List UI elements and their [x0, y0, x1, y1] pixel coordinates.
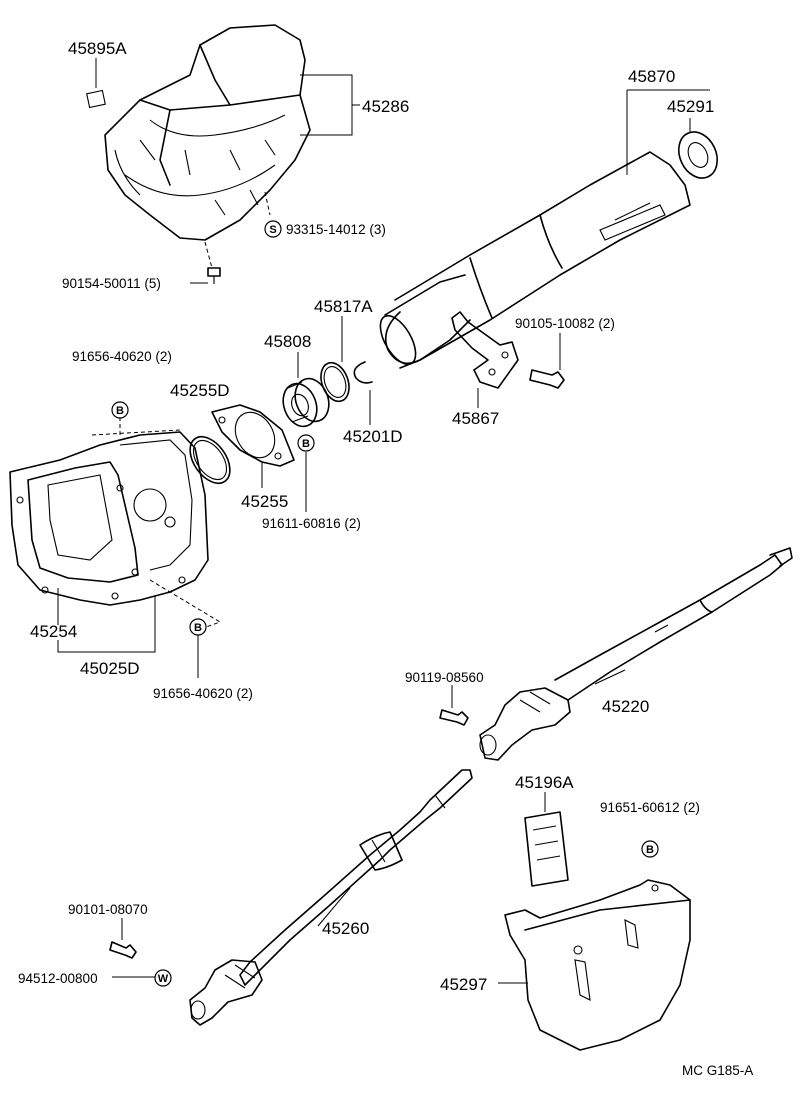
- label-45291: 45291: [667, 97, 714, 116]
- label-45895A: 45895A: [68, 39, 127, 58]
- leader-45220: [594, 669, 626, 685]
- label-45025D: 45025D: [80, 659, 140, 678]
- label-45201D: 45201D: [343, 427, 403, 446]
- svg-text:W: W: [158, 973, 169, 985]
- svg-text:B: B: [194, 622, 202, 634]
- column-tube-45870: [379, 151, 691, 369]
- label-90154: 90154-50011 (5): [62, 276, 161, 291]
- label-45196A: [524, 792, 569, 887]
- label-91656a: 91656-40620 (2): [72, 349, 172, 364]
- bearing-45291: [677, 131, 719, 179]
- label-91611: 91611-60816 (2): [262, 516, 361, 531]
- dash-leaders: [57, 410, 222, 653]
- label-45817A: 45817A: [314, 297, 373, 316]
- label-45255D: 45255D: [170, 381, 230, 400]
- label-45220: 45220: [602, 697, 649, 716]
- oring-45817A: [320, 361, 350, 403]
- cover-45297: [498, 879, 691, 1051]
- label-91651: 91651-60612 (2): [600, 800, 700, 815]
- svg-text:B: B: [302, 438, 310, 450]
- column-cover-45286: [86, 24, 311, 241]
- bolt-90101: [109, 918, 137, 959]
- bolt-90119: [439, 685, 469, 726]
- label-45808: 45808: [264, 332, 311, 351]
- svg-text:S: S: [269, 224, 276, 236]
- svg-text:B: B: [116, 405, 124, 417]
- symbol-b-91656a: B: [111, 401, 129, 419]
- symbol-w-94512: W: [154, 969, 172, 987]
- leader-93315: [264, 191, 271, 216]
- label-94512: 94512-00800: [18, 971, 98, 986]
- label-45255: 45255: [241, 492, 288, 511]
- label-45297: 45297: [440, 975, 487, 994]
- leader-45260: [317, 887, 351, 927]
- svg-text:B: B: [646, 844, 654, 856]
- label-leaders: [95, 58, 710, 488]
- screw-90154: [190, 241, 221, 284]
- bolt-90105: [529, 333, 565, 389]
- label-93315: 93315-14012 (3): [286, 222, 386, 237]
- shaft-45220: [479, 547, 793, 761]
- label-91656b: 91656-40620 (2): [153, 686, 253, 701]
- label-90119: 90119-08560: [405, 670, 484, 685]
- shaft-45260: [189, 769, 473, 1026]
- label-45286: 45286: [362, 97, 409, 116]
- label-90105: 90105-10082 (2): [515, 316, 615, 331]
- symbol-s-93315: S: [264, 220, 282, 238]
- symbol-b-91611: B: [297, 434, 315, 452]
- symbol-b-91651: B: [641, 840, 659, 858]
- label-45867: 45867: [452, 409, 499, 428]
- flange-45255: [211, 404, 295, 467]
- clip-45201D: [353, 361, 373, 384]
- label-45254: 45254: [30, 622, 77, 641]
- label-45196A: 45196A: [515, 773, 574, 792]
- symbol-b-91656b: B: [189, 618, 207, 636]
- label-90101: 90101-08070: [68, 902, 148, 917]
- dash-plate-45254: [9, 429, 209, 606]
- bracket-45867: [451, 311, 519, 389]
- diagram-code: MC G185-A: [682, 1063, 753, 1078]
- label-45870: 45870: [628, 67, 675, 86]
- label-45260: 45260: [322, 919, 369, 938]
- bushing-45808: [282, 377, 330, 428]
